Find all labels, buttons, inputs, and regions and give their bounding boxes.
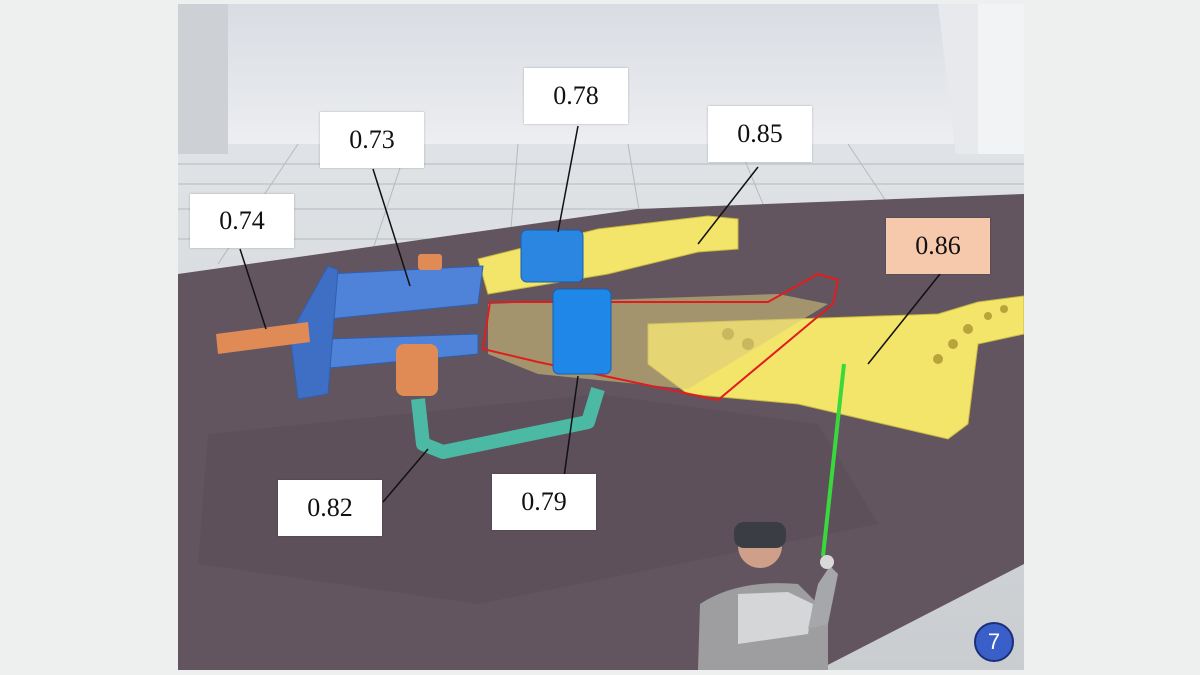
score-label-0-74: 0.74 bbox=[190, 194, 294, 248]
user-avatar bbox=[698, 522, 838, 670]
pointer-ray bbox=[821, 363, 846, 557]
score-label-0-79: 0.79 bbox=[492, 474, 596, 530]
score-label-0-86-highlighted: 0.86 bbox=[886, 218, 990, 274]
leader-lines bbox=[239, 125, 941, 503]
left-wall bbox=[178, 4, 228, 194]
orange-pin bbox=[216, 322, 310, 354]
score-label-0-73: 0.73 bbox=[320, 112, 424, 168]
step-number-badge: 7 bbox=[974, 622, 1014, 662]
orange-small-block bbox=[418, 254, 442, 270]
pillar bbox=[978, 4, 1024, 184]
teal-clamp bbox=[411, 386, 605, 459]
vr-scene-viewport[interactable]: 0.74 0.73 0.78 0.85 0.86 0.82 0.79 7 bbox=[178, 4, 1024, 670]
score-label-0-82: 0.82 bbox=[278, 480, 382, 536]
blue-clamp-top bbox=[520, 229, 584, 283]
score-label-0-85: 0.85 bbox=[708, 106, 812, 162]
score-label-0-78: 0.78 bbox=[524, 68, 628, 124]
blue-clamp-front bbox=[552, 288, 612, 375]
selection-outline bbox=[481, 272, 840, 402]
orange-block bbox=[396, 344, 438, 396]
blue-fixture-plate bbox=[289, 265, 339, 400]
